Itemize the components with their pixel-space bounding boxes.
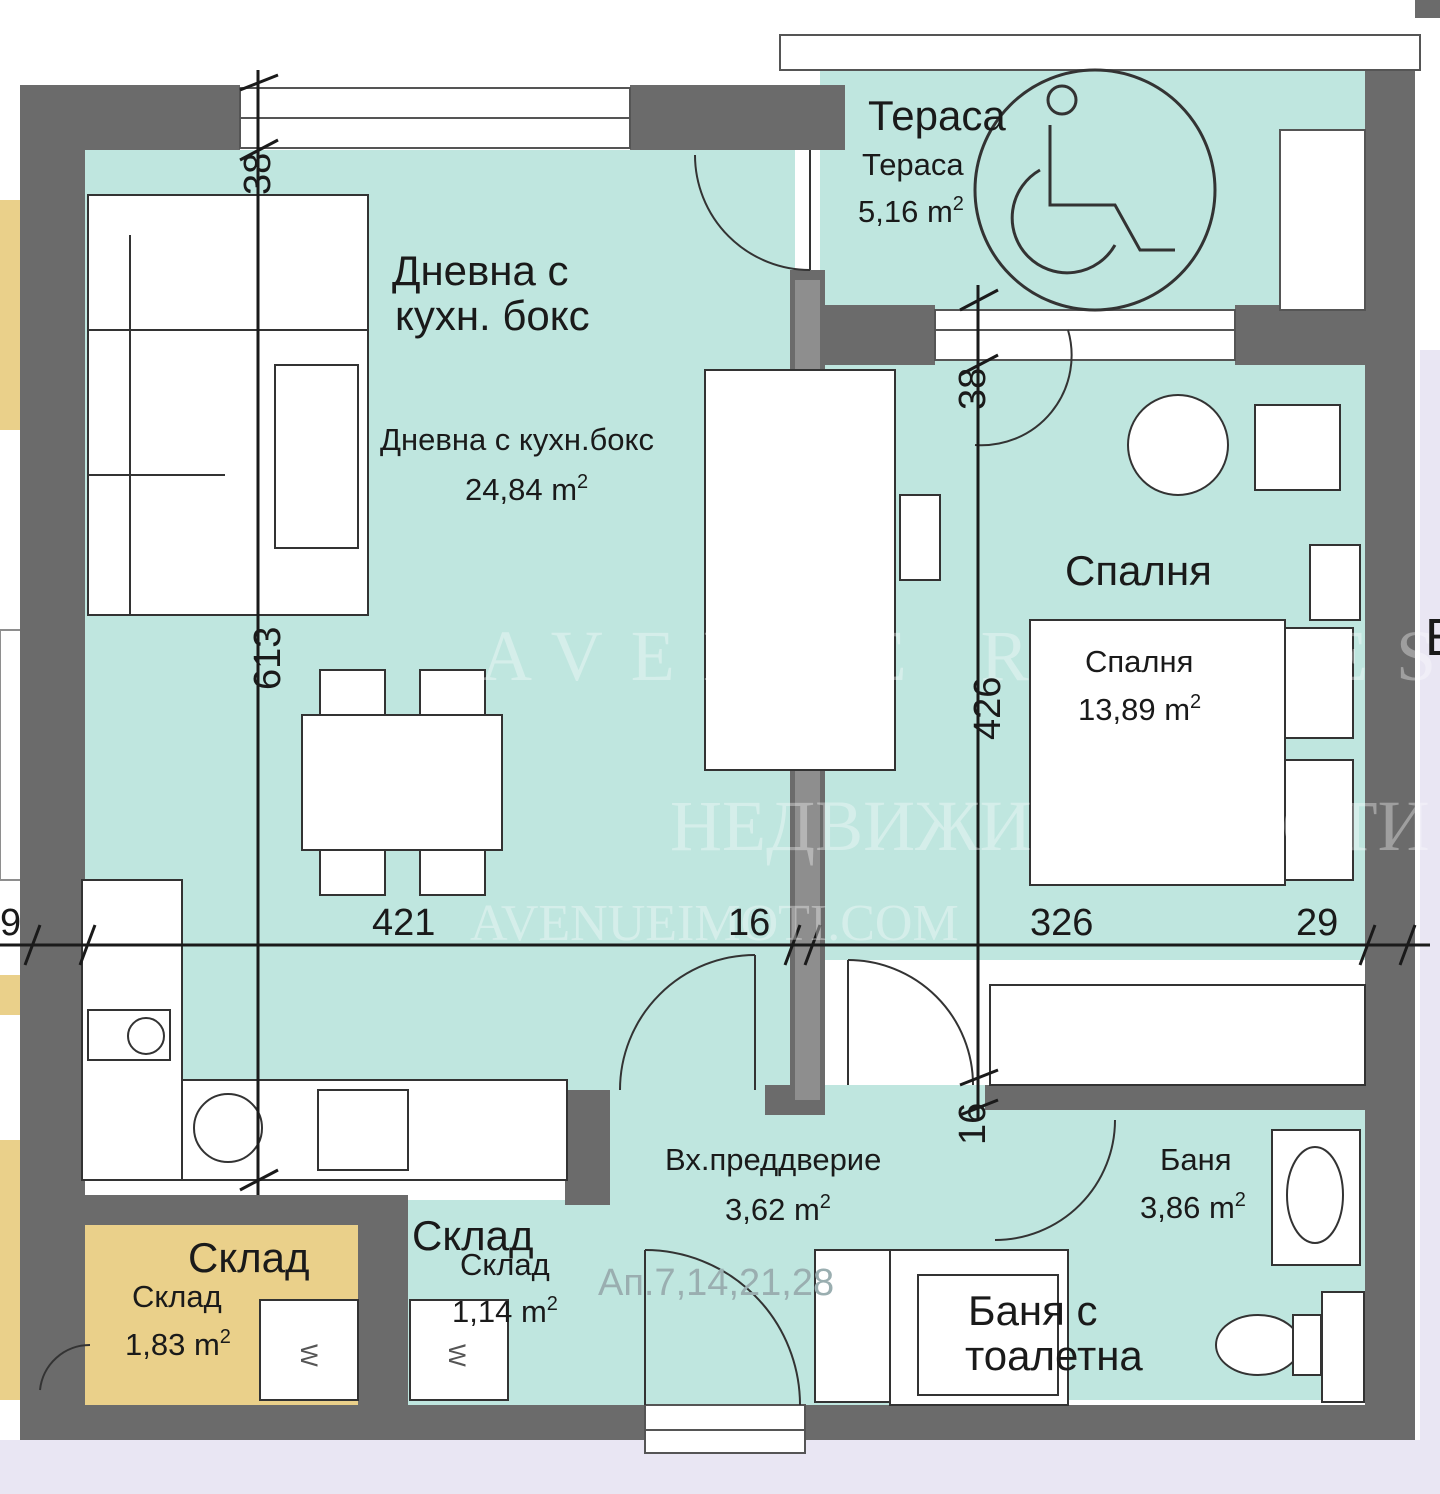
wheelchair-icon	[973, 68, 1217, 312]
dimension-labels: 38 613 38 426 16 421 16 326 29 9	[0, 153, 1338, 1145]
svg-text:AVENUEIMOTI.COM: AVENUEIMOTI.COM	[470, 895, 959, 952]
coffee-table	[274, 364, 359, 549]
round-table	[1127, 394, 1229, 496]
storage-left-title: Склад	[188, 1234, 310, 1281]
wardrobe-mark-left: W	[295, 1344, 322, 1367]
armchair	[1254, 404, 1341, 491]
room-fills	[38, 70, 1365, 1440]
bedroom-labels: Спалня Спалня 13,89 m2	[1065, 547, 1212, 727]
storage-left-labels: Склад Склад 1,83 m2	[125, 1234, 310, 1362]
hallway-area: 3,62 m2	[725, 1191, 831, 1227]
storage-mid-name: Склад	[460, 1247, 550, 1282]
furniture	[81, 194, 1366, 1406]
bathroom-title-line1: Баня с	[968, 1287, 1098, 1334]
bathroom-name: Баня	[1160, 1142, 1232, 1177]
living-room-labels: Дневна с кухн. бокс Дневна с кухн.бокс 2…	[380, 247, 654, 507]
bedroom-area: 13,89 m2	[1078, 691, 1201, 727]
storage-left-name: Склад	[132, 1279, 222, 1314]
dim-326: 326	[1030, 902, 1093, 944]
wardrobe-mark-mid: W	[443, 1344, 470, 1367]
bed	[1029, 619, 1286, 886]
sink	[1271, 1129, 1361, 1266]
storage-mid-labels: Склад Склад 1,14 m2	[412, 1212, 558, 1329]
dining-table	[301, 714, 503, 851]
dim-613: 613	[247, 627, 289, 690]
terrace-labels: Тераса Тераса 5,16 m2	[858, 92, 1006, 229]
living-area: 24,84 m2	[465, 471, 588, 507]
terrace-name: Тераса	[862, 147, 964, 182]
terrace-title: Тераса	[868, 92, 1006, 139]
dim-16-mid: 16	[728, 902, 770, 944]
bathroom-title-line2: тоалетна	[965, 1332, 1143, 1379]
hallway-name: Вх.преддверие	[665, 1142, 881, 1177]
living-title-line2: кухн. бокс	[395, 292, 590, 339]
toilet	[1215, 1314, 1301, 1376]
dim-421: 421	[372, 902, 435, 944]
bedroom-name: Спалня	[1085, 644, 1193, 679]
svg-text:AVENUE REAL ESTATE: AVENUE REAL ESTATE	[480, 616, 1440, 696]
storage-mid-area: 1,14 m2	[452, 1293, 558, 1329]
watermark: AVENUE REAL ESTATE НЕДВИЖИМИ ИМОТИ AVENU…	[470, 616, 1440, 952]
storage-mid-title: Склад	[412, 1212, 534, 1259]
bedroom-title: Спалня	[1065, 547, 1212, 594]
bathroom-labels: Баня 3,86 m2 Баня с тоалетна	[965, 1142, 1246, 1379]
door-swings	[39, 150, 1116, 1406]
hallway-labels: Вх.преддверие 3,62 m2	[665, 1142, 881, 1227]
edge-fragment: E	[1425, 609, 1440, 667]
apartment-label: Ап.7,14,21,28	[598, 1262, 834, 1304]
terrace-area: 5,16 m2	[858, 193, 964, 229]
dim-9: 9	[0, 902, 21, 944]
living-title-line1: Дневна с	[392, 247, 569, 294]
dim-16-bath: 16	[952, 1103, 994, 1145]
dim-426: 426	[967, 677, 1009, 740]
dim-38-top: 38	[237, 153, 279, 195]
bathroom-area: 3,86 m2	[1140, 1189, 1246, 1225]
windows	[239, 34, 1421, 1454]
dim-29: 29	[1296, 902, 1338, 944]
dimension-lines	[0, 70, 1430, 1195]
svg-text:НЕДВИЖИМИ ИМОТИ: НЕДВИЖИМИ ИМОТИ	[670, 786, 1430, 866]
living-name: Дневна с кухн.бокс	[380, 422, 654, 457]
storage-left-area: 1,83 m2	[125, 1326, 231, 1362]
dim-38-bedroom: 38	[952, 368, 994, 410]
wardrobe	[704, 369, 896, 771]
